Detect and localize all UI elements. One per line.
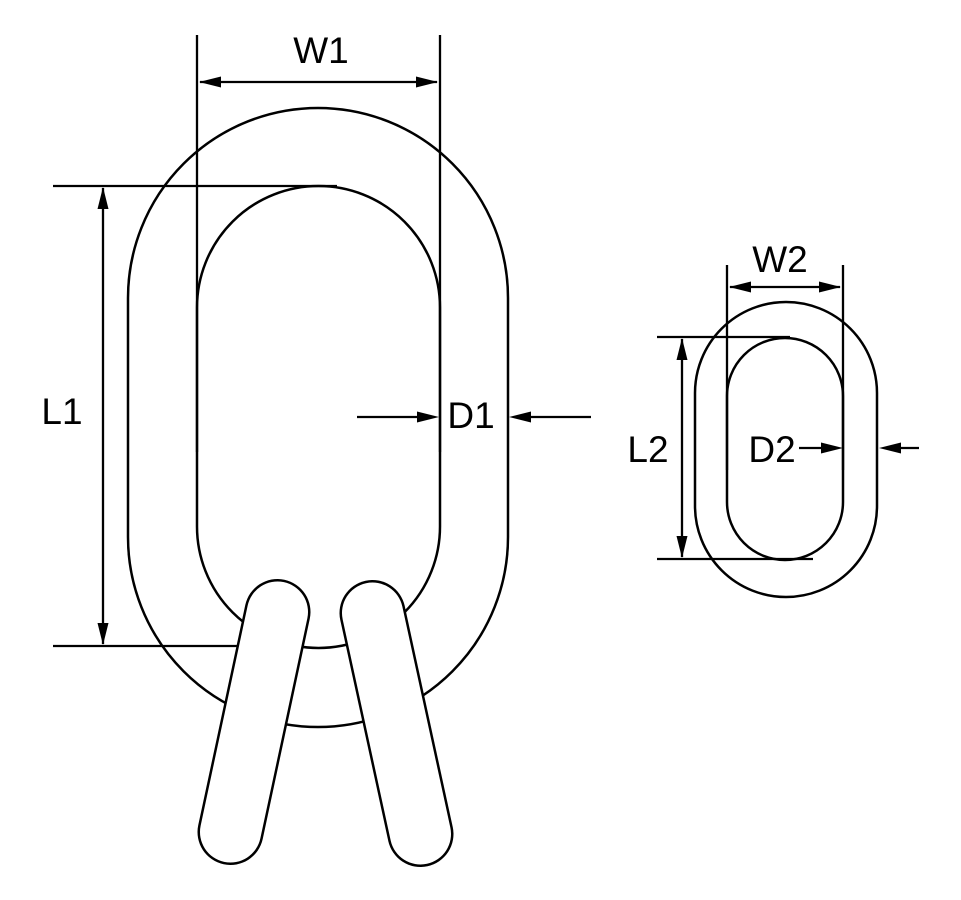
l1-arrowhead-top [97, 187, 109, 209]
right-leg-body [342, 582, 451, 865]
d1-arrowhead-right [509, 411, 531, 423]
w2-arrowhead-right [819, 281, 841, 293]
dimension-w1: W1 [195, 30, 442, 452]
sling-legs [197, 579, 454, 867]
l2-arrowhead-top [676, 338, 688, 360]
l1-arrowhead-bottom [97, 623, 109, 645]
w1-arrowhead-left [199, 76, 221, 88]
d2-label: D2 [748, 429, 795, 470]
dimension-l2: L2 [627, 335, 813, 561]
left-leg-body [200, 581, 308, 863]
dimension-l1: L1 [41, 184, 337, 648]
d1-label: D1 [447, 395, 494, 436]
w2-label: W2 [752, 239, 808, 280]
dimension-d2: D2 [748, 429, 919, 470]
d2-arrowhead-right [879, 442, 901, 454]
l2-arrowhead-bottom [676, 536, 688, 558]
d1-arrowhead-left [417, 411, 439, 423]
l1-label: L1 [41, 391, 82, 432]
w1-arrowhead-right [416, 76, 438, 88]
small-link-outer-contour [693, 300, 879, 599]
master-link-outer-contour [126, 106, 510, 729]
w2-arrowhead-left [729, 281, 751, 293]
dimension-d1: D1 [357, 395, 591, 436]
dimension-w2: W2 [725, 239, 845, 470]
l2-label: L2 [627, 429, 668, 470]
w1-label: W1 [293, 30, 349, 71]
d2-arrowhead-left [821, 442, 843, 454]
